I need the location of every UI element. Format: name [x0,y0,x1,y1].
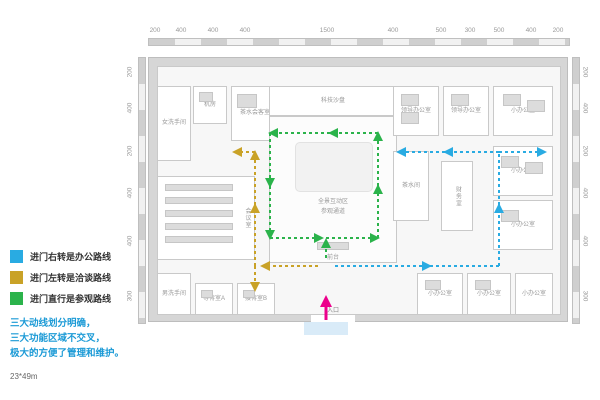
furniture-block [501,156,519,168]
furniture-block [501,210,519,222]
room-label: 小办公室 [476,290,501,297]
room-label: 领导办公室 [450,107,481,114]
furniture-block [525,162,543,174]
building-outline: 女洗手间 机房 茶水会客室 科技沙盘 全景互动区 参观通道 前台 入口 领导办公… [148,57,568,323]
front-desk [317,242,349,250]
dim-top: 300 [464,27,476,34]
room-label: 小办公室 [510,107,535,114]
caption-line: 三大功能区域不交叉， [10,333,106,344]
legend-item-negotiation: 进门左转是洽谈路线 [10,271,111,284]
right-dimension-ruler [572,57,580,324]
entrance-opening [311,315,355,323]
dim-right: 400 [581,102,589,114]
room-small-office-r2: 小办公室 [493,200,553,250]
room-label: 小办公室 [427,290,452,297]
furniture-block [425,280,441,290]
caption-line: 三大动线划分明确， [10,318,96,329]
room-label: 茶水会客室 [239,110,270,116]
room-tea: 茶水间 [393,151,429,221]
furniture-block [475,280,491,290]
dim-top: 200 [552,27,564,34]
room-label: 等待室A [202,295,225,302]
negotiation-route-swatch [10,271,23,284]
dim-left: 400 [126,235,134,247]
dim-left: 200 [126,145,134,157]
hall-label: 参观通道 [320,209,345,215]
left-dimension-ruler [138,57,146,324]
legend-item-office: 进门右转是办公路线 [10,250,111,263]
furniture-block [401,112,419,124]
room-label: 小办公室 [510,167,535,174]
entrance-label: 入口 [326,308,339,314]
furniture-block [243,290,255,298]
building-size: 23*49m [10,372,38,381]
sandbox-table [295,142,373,192]
furniture-block [237,94,257,108]
dim-top: 400 [239,27,251,34]
dim-top: 500 [493,27,505,34]
meeting-table [165,223,233,230]
dim-right: 400 [581,235,589,247]
dim-top: 400 [175,27,187,34]
caption-line: 极大的方便了管理和维护。 [10,348,125,359]
legend-label: 进门直行是参观路线 [30,294,112,304]
dim-right: 300 [581,290,589,302]
front-desk-label: 前台 [326,255,339,261]
room-men-wc: 男洗手间 [157,273,191,315]
furniture-block [401,94,419,106]
furniture-block [503,94,521,106]
room-label: 男洗手间 [161,290,186,297]
dim-top: 500 [435,27,447,34]
room-label: 科技沙盘 [320,97,345,104]
room-label: 机房 [203,101,216,108]
room-leader-office-a: 领导办公室 [393,86,439,136]
entrance-steps [304,322,348,335]
room-label: 会议室 [244,207,250,229]
dim-left: 400 [126,187,134,199]
furniture-block [199,92,213,102]
room-leader-office-b: 领导办公室 [443,86,489,136]
room-small-office-b3: 小办公室 [515,273,553,315]
room-reception-b: 接待室B [237,283,275,315]
meeting-table [165,197,233,204]
visit-route-swatch [10,292,23,305]
meeting-table [165,210,233,217]
route-legend: 进门右转是办公路线 进门左转是洽谈路线 进门直行是参观路线 [10,250,111,313]
room-label: 领导办公室 [400,107,431,114]
dim-left: 400 [126,102,134,114]
dim-right: 200 [581,145,589,157]
dim-right: 200 [581,66,589,78]
top-dimension-ruler [148,38,570,46]
dim-top: 400 [387,27,399,34]
room-label: 小办公室 [521,290,546,297]
legend-item-visit: 进门直行是参观路线 [10,292,111,305]
room-label: 小办公室 [510,221,535,228]
furniture-block [527,100,545,112]
room-label: 接待室B [244,295,267,302]
room-label: 财务室 [454,185,461,207]
legend-label: 进门右转是办公路线 [30,252,112,262]
caption-block: 三大动线划分明确， 三大功能区域不交叉， 极大的方便了管理和维护。 23*49m [10,316,124,384]
meeting-table [165,184,233,191]
dim-left: 300 [126,290,134,302]
room-tech-sandbox: 科技沙盘 [269,86,397,116]
dim-top: 200 [149,27,161,34]
dim-left: 200 [126,66,134,78]
furniture-block [201,290,213,298]
dim-top: 400 [207,27,219,34]
room-label: 茶水间 [401,182,420,189]
room-finance: 财务室 [441,161,473,231]
room-label: 女洗手间 [161,120,186,126]
dim-top: 400 [525,27,537,34]
dim-right: 400 [581,187,589,199]
meeting-table [165,236,233,243]
office-route-swatch [10,250,23,263]
room-small-office-r1: 小办公室 [493,146,553,196]
hall-label: 全景互动区 [317,199,348,205]
legend-label: 进门左转是洽谈路线 [30,273,112,283]
furniture-block [451,94,469,106]
dim-top: 1500 [319,27,335,34]
room-women-wc: 女洗手间 [157,86,191,161]
room-waiting-a: 等待室A [195,283,233,315]
